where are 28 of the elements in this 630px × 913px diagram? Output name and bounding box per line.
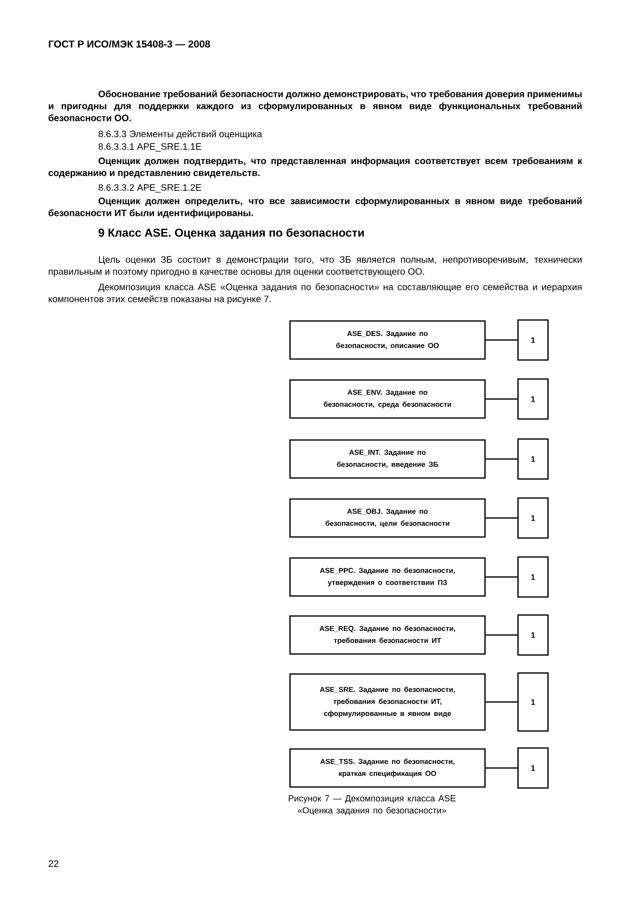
figure-caption: Рисунок 7 — Декомпозиция класса ASE «Оценка задания по безопасности» xyxy=(288,795,456,816)
paragraph: Декомпозиция класса ASE «Оценка задания по безопасности» на составляющие его семейства и иерархия компонентов этих семейств показаны на рисунке 7. xyxy=(48,283,582,304)
component-box: 1 xyxy=(517,747,549,789)
component-box: 1 xyxy=(517,556,549,598)
page-header: ГОСТ Р ИСО/МЭК 15408-3 — 2008 xyxy=(48,40,210,48)
connector-line xyxy=(486,458,518,460)
component-box: 1 xyxy=(517,672,549,732)
connector-line xyxy=(486,634,518,636)
connector-line xyxy=(486,398,518,400)
paragraph: Цель оценки ЗБ состоит в демонстрации того, что ЗБ является полным, непротиворечивым, технически правильным и поэтому пригодно в качестве основы для оценки соответствующего ОО. xyxy=(48,256,582,277)
component-box: 1 xyxy=(517,497,549,539)
connector-line xyxy=(486,517,518,519)
connector-line xyxy=(486,339,518,341)
component-box: 1 xyxy=(517,319,549,361)
connector-line xyxy=(486,701,518,703)
paragraph: Оценщик должен подтвердить, что представленная информация соответствует всем требованиям к содержанию и представлению свидетельств. xyxy=(48,157,582,178)
page-number: 22 xyxy=(48,860,58,867)
connector-line xyxy=(486,767,518,769)
component-box: 1 xyxy=(517,438,549,480)
paragraph: 8.6.3.3.2 APE_SRE.1.2E xyxy=(98,184,202,193)
paragraph: Оценщик должен определить, что все зависимости сформулированных в явном виде требований безопасности ИТ были идентифицированы. xyxy=(48,197,582,218)
paragraph: Обоснование требований безопасности должно демонстрировать, что требования доверия применимы и пригодны для поддержки каждого из сформулированных в явном виде функциональных требований безопасности ОО. xyxy=(48,90,582,122)
connector-line xyxy=(486,576,518,578)
component-box: 1 xyxy=(517,378,549,420)
section-heading: 9 Класс ASE. Оценка задания по безопасности xyxy=(98,228,364,239)
paragraph: 8.6.3.3.1 APE_SRE.1.1E xyxy=(98,143,202,152)
paragraph: 8.6.3.3 Элементы действий оценщика xyxy=(98,130,262,139)
component-box: 1 xyxy=(517,614,549,656)
